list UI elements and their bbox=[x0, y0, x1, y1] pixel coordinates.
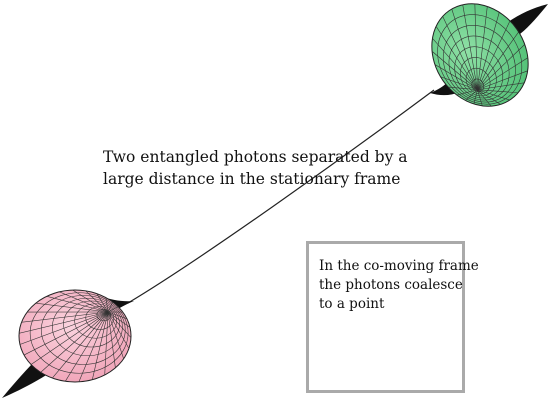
main-caption: Two entangled photons separated by a lar… bbox=[103, 146, 408, 190]
inset-caption-line-2: the photons coalesce bbox=[319, 277, 463, 293]
inset-caption: In the co-moving frame the photons coale… bbox=[319, 257, 479, 314]
inset-caption-line-3: to a point bbox=[319, 296, 385, 312]
main-caption-line-1: Two entangled photons separated by a bbox=[103, 148, 408, 166]
main-caption-line-2: large distance in the stationary frame bbox=[103, 170, 401, 188]
pink-photon bbox=[2, 289, 134, 398]
green-photon bbox=[422, 0, 548, 117]
entanglement-thread bbox=[127, 89, 435, 304]
inset-frame bbox=[306, 241, 465, 393]
inset-caption-line-1: In the co-moving frame bbox=[319, 258, 479, 274]
